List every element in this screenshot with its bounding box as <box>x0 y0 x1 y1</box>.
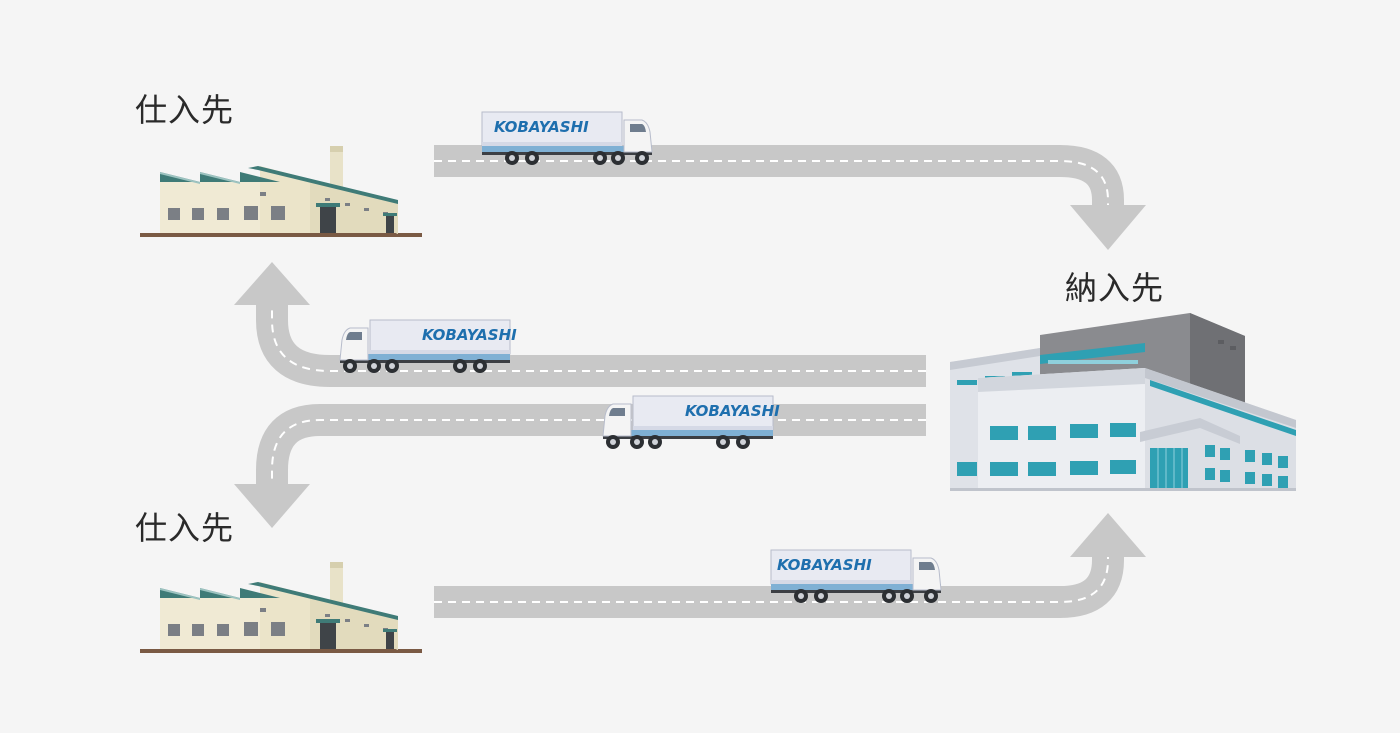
arrow-to-supplier-top <box>234 262 310 305</box>
road-bottom-dashes <box>434 548 1109 603</box>
road-top <box>434 145 1124 210</box>
road-return-top <box>256 300 926 387</box>
truck-icon: KOBAYASHI <box>481 111 653 166</box>
distribution-center-icon <box>950 313 1296 491</box>
truck-logo: KOBAYASHI <box>777 556 872 574</box>
destination-label: 納入先 <box>1065 269 1165 307</box>
road-return-bottom-dashes <box>271 419 926 488</box>
truck-logo: KOBAYASHI <box>494 118 589 136</box>
factory-icon <box>140 562 422 653</box>
road-top-dashes <box>434 160 1109 215</box>
road-network <box>234 145 1146 618</box>
truck-icon: KOBAYASHI <box>602 395 780 450</box>
arrow-to-supplier-bottom <box>234 484 310 528</box>
truck-icon: KOBAYASHI <box>339 319 517 374</box>
truck-logo: KOBAYASHI <box>685 402 780 420</box>
truck-icon: KOBAYASHI <box>770 549 942 604</box>
supplier-label-bottom: 仕入先 <box>135 509 235 547</box>
supplier-label-top: 仕入先 <box>135 91 235 129</box>
arrow-to-destination-bottom <box>1070 513 1146 557</box>
truck-logo: KOBAYASHI <box>422 326 517 344</box>
arrow-to-destination-top <box>1070 205 1146 250</box>
factory-icon <box>140 146 422 237</box>
road-return-bottom <box>256 404 926 488</box>
